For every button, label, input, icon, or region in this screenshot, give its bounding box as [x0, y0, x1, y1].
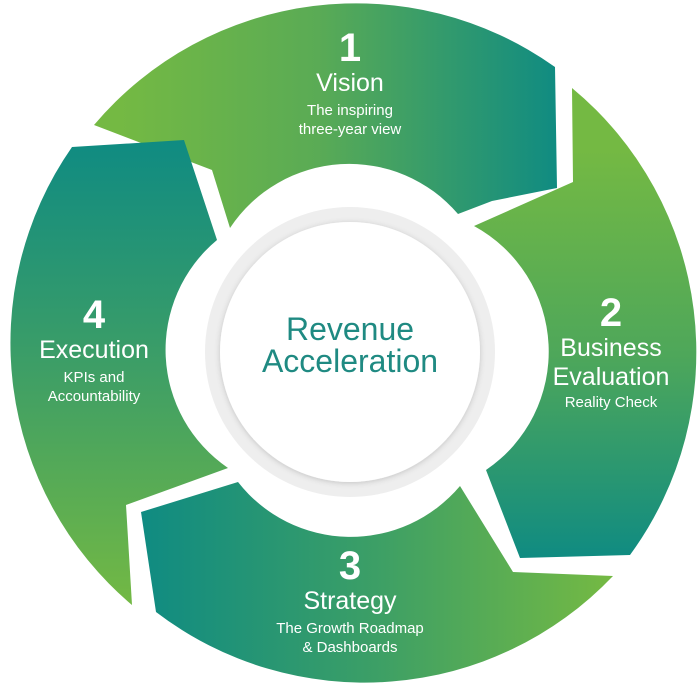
step-title-line2: Evaluation	[552, 363, 670, 391]
center-label-line1: Revenue	[285, 311, 415, 347]
step-description: The Growth Roadmap	[276, 620, 424, 637]
step-business-evaluation-text: 2 Business Evaluation Reality Check	[553, 292, 670, 412]
segment-strategy	[141, 482, 613, 683]
hub-circle	[220, 222, 480, 482]
step-description: three-year view	[298, 121, 402, 138]
step-vision-text: 1 Vision The inspiring three-year view	[299, 27, 402, 139]
step-title: Vision	[316, 69, 384, 97]
step-description: The inspiring	[307, 102, 393, 119]
step-description: & Dashboards	[302, 639, 398, 656]
step-strategy-text: 3 Strategy The Growth Roadmap & Dashboar…	[276, 545, 424, 657]
segment-vision	[94, 3, 557, 229]
step-number: 1	[338, 26, 362, 70]
center-label-line2: Acceleration	[261, 343, 439, 379]
step-title: Strategy	[303, 587, 397, 615]
step-execution-text: 4 Execution KPIs and Accountability	[39, 294, 149, 406]
step-number: 3	[338, 544, 362, 588]
step-description: Accountability	[47, 388, 141, 405]
step-title: Execution	[39, 336, 149, 364]
step-title: Business	[560, 334, 662, 362]
segment-business-evaluation	[474, 88, 697, 558]
step-description: Reality Check	[564, 394, 658, 411]
center-label: Revenue Acceleration	[262, 313, 438, 377]
segment-execution	[10, 140, 229, 605]
step-number: 2	[599, 291, 623, 335]
step-number: 4	[82, 293, 106, 337]
step-description: KPIs and	[63, 369, 125, 386]
